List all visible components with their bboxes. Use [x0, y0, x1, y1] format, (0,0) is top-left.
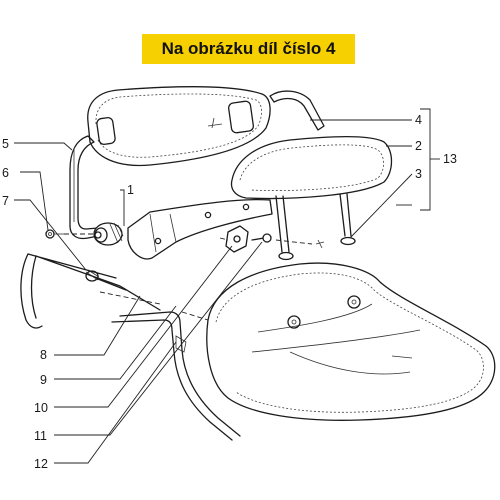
part-mounting-posts — [275, 193, 356, 261]
part-backrest-pad — [87, 86, 271, 167]
callout-5: 5 — [2, 137, 9, 151]
part-rear-frame — [111, 311, 241, 441]
callout-1: 1 — [127, 183, 134, 197]
part-washer — [45, 229, 64, 239]
leader-lines — [14, 108, 440, 464]
callout-7: 7 — [2, 194, 9, 208]
callout-13: 13 — [443, 152, 457, 166]
callout-2: 2 — [415, 139, 422, 153]
part-backrest-rear-bar — [269, 90, 325, 131]
callout-8: 8 — [40, 348, 47, 362]
part-side-frame — [20, 253, 161, 329]
callout-6: 6 — [2, 166, 9, 180]
part-support-plate — [127, 198, 273, 260]
part-main-seat — [206, 262, 496, 421]
part-passenger-cushion — [230, 135, 393, 200]
part-screw — [251, 233, 325, 249]
part-left-handle — [69, 135, 99, 240]
part-bracket — [225, 225, 249, 253]
callout-9: 9 — [40, 373, 47, 387]
callout-4: 4 — [415, 113, 422, 127]
assembly-dashed-lines — [64, 233, 313, 321]
callout-11: 11 — [34, 429, 47, 443]
title-text: Na obrázku díl číslo 4 — [161, 39, 336, 58]
part-bolt — [85, 269, 127, 291]
callout-labels: 1 2 3 4 5 6 7 8 9 10 11 12 13 — [2, 113, 457, 471]
callout-12: 12 — [34, 457, 48, 471]
title-banner: Na obrázku díl číslo 4 — [142, 34, 355, 64]
callout-10: 10 — [34, 401, 48, 415]
part-knob — [93, 222, 124, 246]
callout-3: 3 — [415, 167, 422, 181]
